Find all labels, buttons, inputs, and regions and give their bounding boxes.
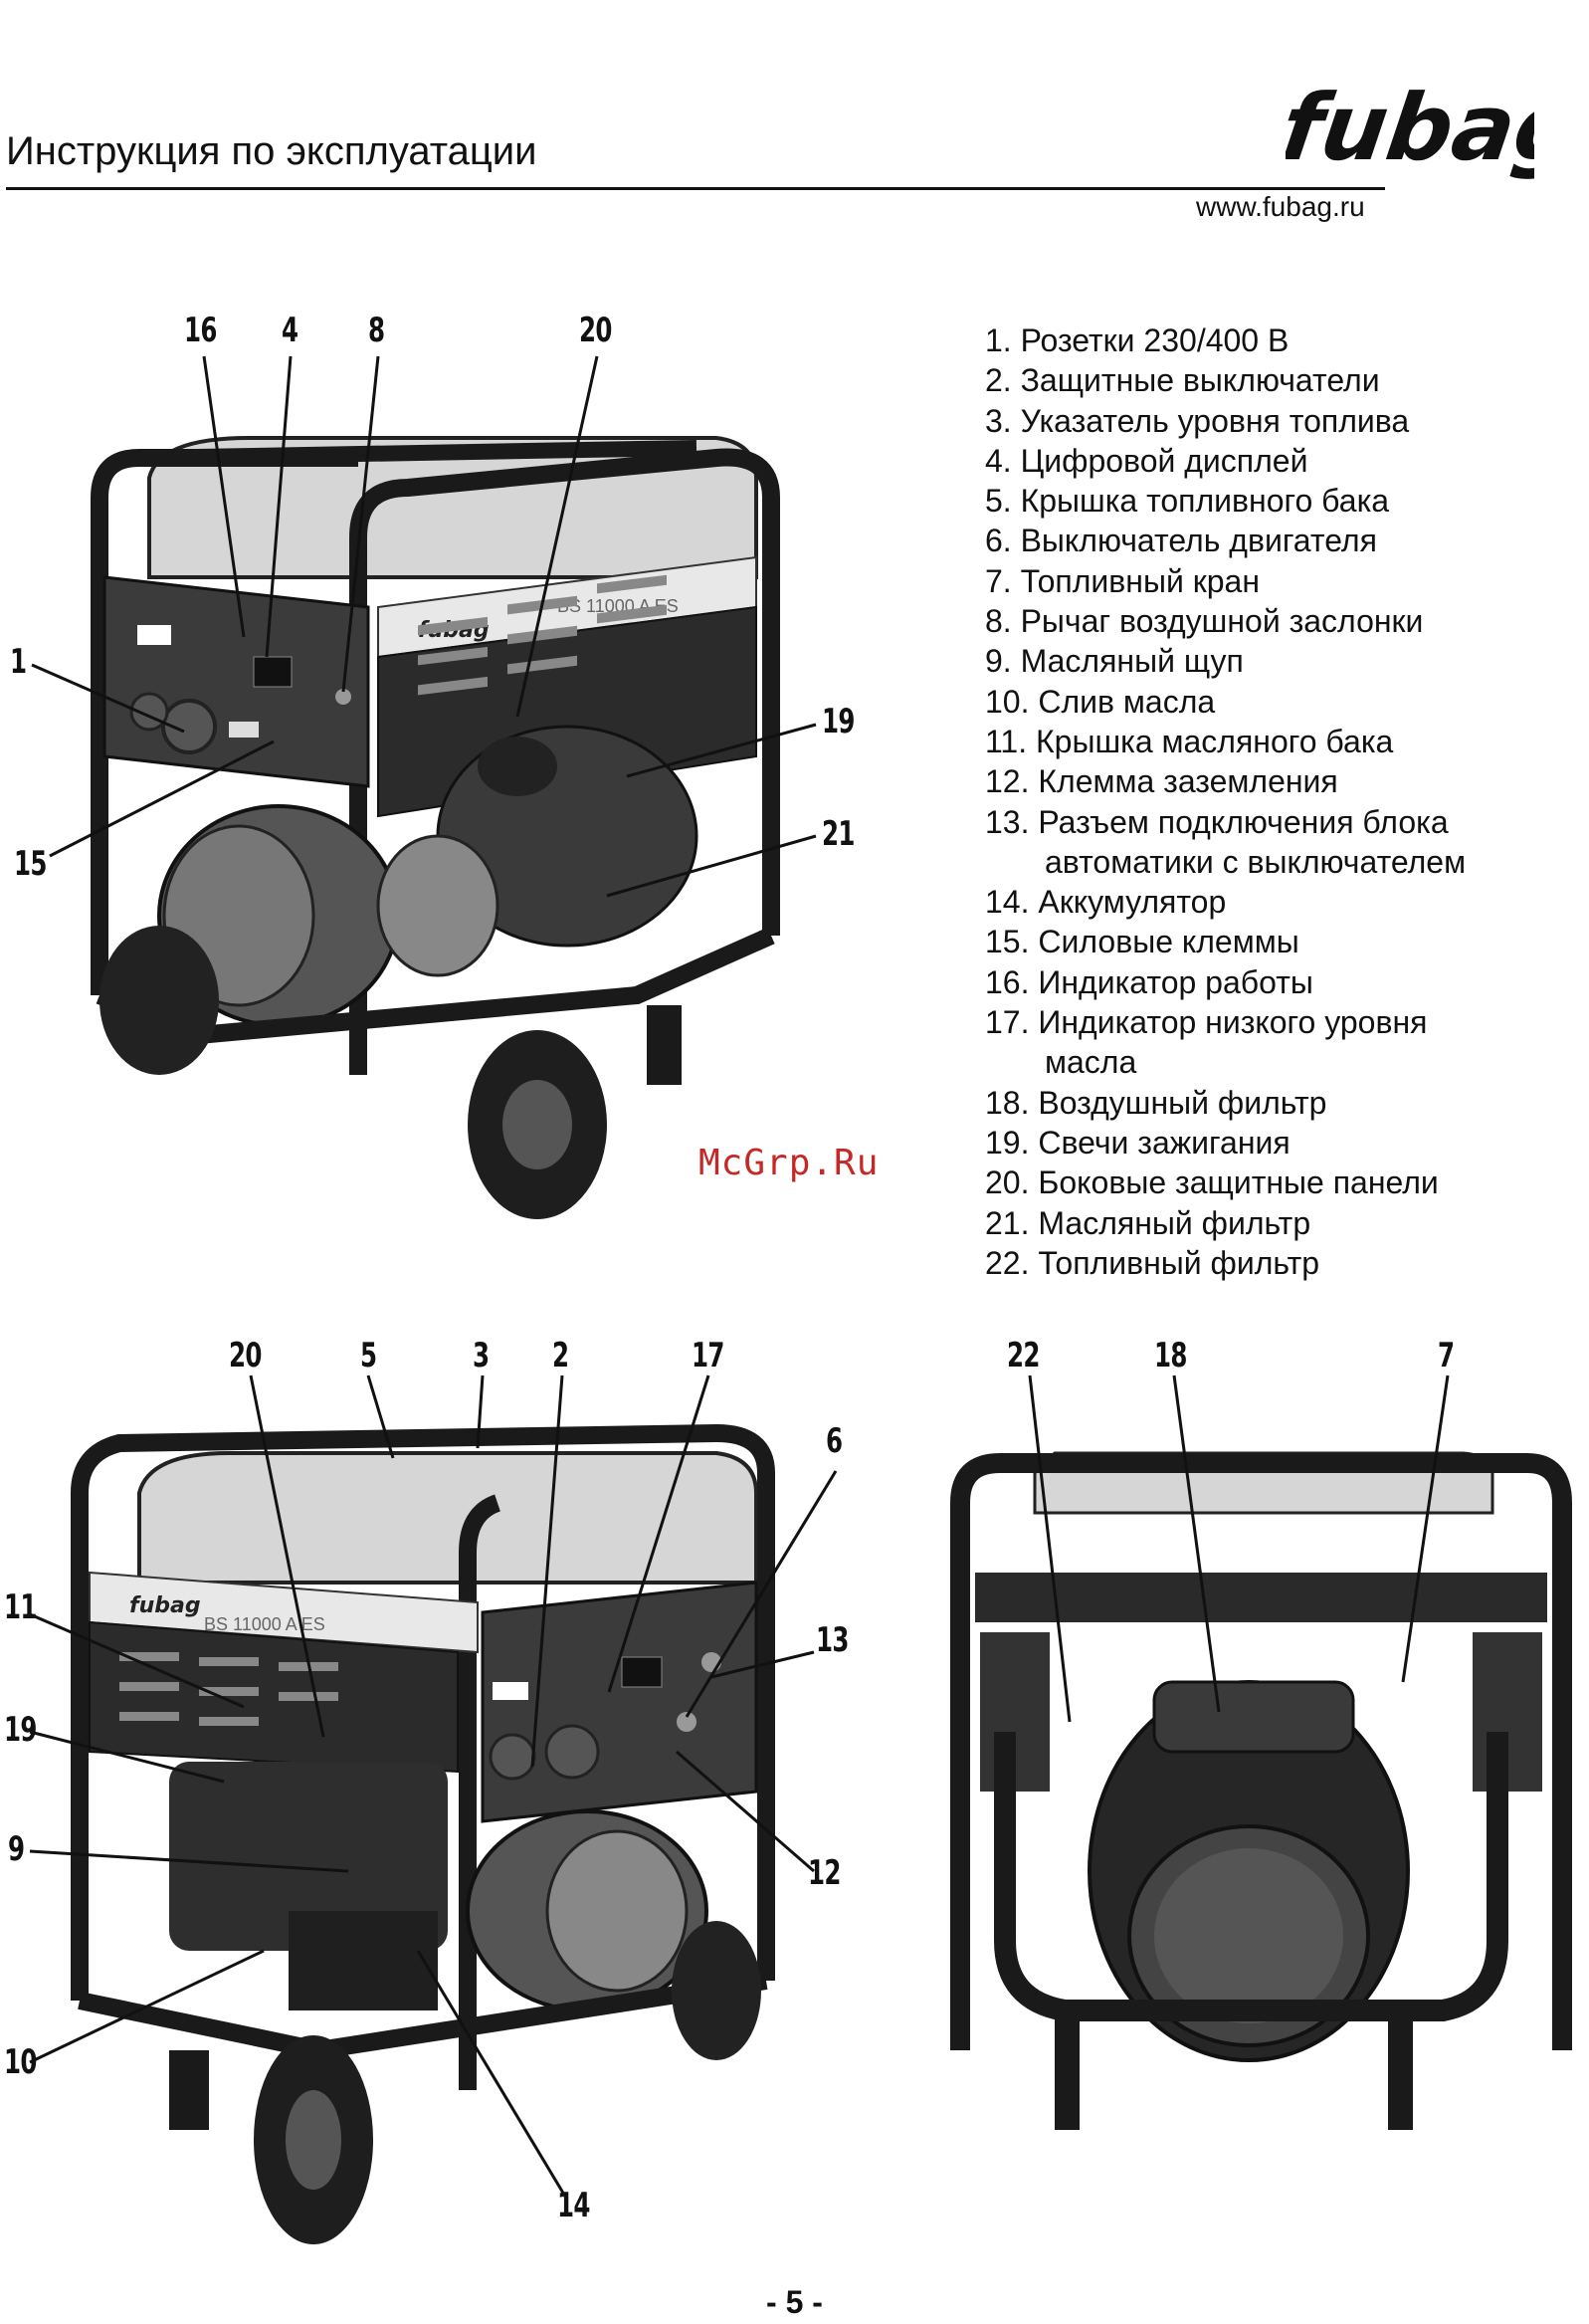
- legend-item: 6. Выключатель двигателя: [985, 523, 1377, 559]
- legend-item-continuation: масла: [1045, 1044, 1137, 1081]
- legend-item: 13. Разъем подключения блока: [985, 803, 1449, 840]
- label-brand: fubag: [129, 1593, 201, 1618]
- legend-item: 17. Индикатор низкого уровня: [985, 1004, 1428, 1041]
- leader-lines: [29, 1374, 838, 2201]
- legend-item: 7. Топливный кран: [985, 562, 1260, 599]
- callout-7: 7: [1438, 1336, 1455, 1375]
- legend-item: 22. Топливный фильтр: [985, 1244, 1320, 1281]
- legend-item: 5. Крышка топливного бака: [985, 483, 1390, 520]
- callout-14: 14: [557, 2186, 590, 2225]
- callout-22: 22: [1007, 1336, 1040, 1375]
- breaker-switch: [229, 722, 259, 738]
- panel-logo-badge: [137, 625, 171, 645]
- callout-5: 5: [360, 1336, 377, 1375]
- leader-lines: [31, 355, 817, 898]
- fubag-logo: fubag: [1286, 78, 1534, 181]
- callout-12: 12: [808, 1853, 841, 1893]
- callout-15: 15: [14, 844, 47, 884]
- label-model: BS 11000 A ES: [204, 1614, 325, 1634]
- engine-switch: [677, 1712, 696, 1732]
- callout-11: 11: [4, 1587, 37, 1627]
- digital-display: [253, 656, 293, 688]
- watermark: McGrp.Ru: [698, 1143, 880, 1183]
- website-url[interactable]: www.fubag.ru: [1196, 191, 1365, 222]
- leader-lines: [1028, 1374, 1450, 1723]
- legend-item: 4. Цифровой дисплей: [985, 442, 1308, 479]
- socket-icon: [161, 699, 217, 754]
- callout-8: 8: [368, 311, 385, 350]
- legend-item: 3. Указатель уровня топлива: [985, 402, 1410, 439]
- legend-item: 12. Клемма заземления: [985, 763, 1338, 800]
- air-filter: [1152, 1680, 1355, 1754]
- legend-item: 9. Масляный щуп: [985, 643, 1244, 680]
- callout-19: 19: [4, 1710, 37, 1750]
- legend-item: 2. Защитные выключатели: [985, 362, 1380, 399]
- callout-1: 1: [10, 642, 27, 682]
- callout-20: 20: [579, 311, 612, 350]
- choke-lever: [335, 689, 351, 705]
- socket-icon: [544, 1724, 600, 1780]
- legend-item: 15. Силовые клеммы: [985, 924, 1299, 960]
- legend-item: 16. Индикатор работы: [985, 963, 1313, 1000]
- legend-item: 19. Свечи зажигания: [985, 1124, 1291, 1161]
- page-number: - 5 -: [766, 2284, 823, 2320]
- generator-side-view-photo: fubag BS 11000 A ES: [29, 1374, 838, 2244]
- socket-icon: [489, 1733, 536, 1781]
- callout-10: 10: [4, 2042, 37, 2082]
- generator-front-view-photo: fubag BS 11000 A ES: [31, 355, 817, 1219]
- callout-3: 3: [473, 1336, 490, 1375]
- legend-item-continuation: автоматики с выключателем: [1045, 843, 1467, 880]
- legend-item: 14. Аккумулятор: [985, 884, 1227, 921]
- digital-display: [621, 1656, 663, 1688]
- legend-item: 18. Воздушный фильтр: [985, 1084, 1327, 1121]
- callout-21: 21: [822, 814, 855, 854]
- legend-item: 11. Крышка масляного бака: [985, 723, 1394, 759]
- parts-legend: 1. Розетки 230/400 В 2. Защитные выключа…: [985, 320, 1466, 1283]
- panel-logo-badge: [493, 1682, 528, 1700]
- callout-19: 19: [822, 702, 855, 741]
- callout-4: 4: [282, 311, 298, 350]
- generator-rear-view-photo: [950, 1374, 1572, 2130]
- legend-item: 21. Масляный фильтр: [985, 1204, 1311, 1241]
- callout-2: 2: [552, 1336, 569, 1375]
- callout-17: 17: [692, 1336, 724, 1375]
- legend-item: 8. Рычаг воздушной заслонки: [985, 603, 1424, 640]
- header-divider: [6, 187, 1385, 190]
- callout-6: 6: [826, 1421, 843, 1461]
- legend-item: 10. Слив масла: [985, 683, 1216, 720]
- callout-9: 9: [8, 1829, 25, 1869]
- legend-item: 1. Розетки 230/400 В: [985, 322, 1290, 358]
- callout-18: 18: [1154, 1336, 1187, 1375]
- page-header-title: Инструкция по эксплуатации: [6, 129, 537, 173]
- callout-20: 20: [229, 1336, 262, 1375]
- callout-16: 16: [184, 311, 217, 350]
- legend-item: 20. Боковые защитные панели: [985, 1164, 1439, 1201]
- callout-13: 13: [816, 1620, 849, 1660]
- logo-text: fubag: [1286, 78, 1534, 181]
- battery: [289, 1911, 438, 2010]
